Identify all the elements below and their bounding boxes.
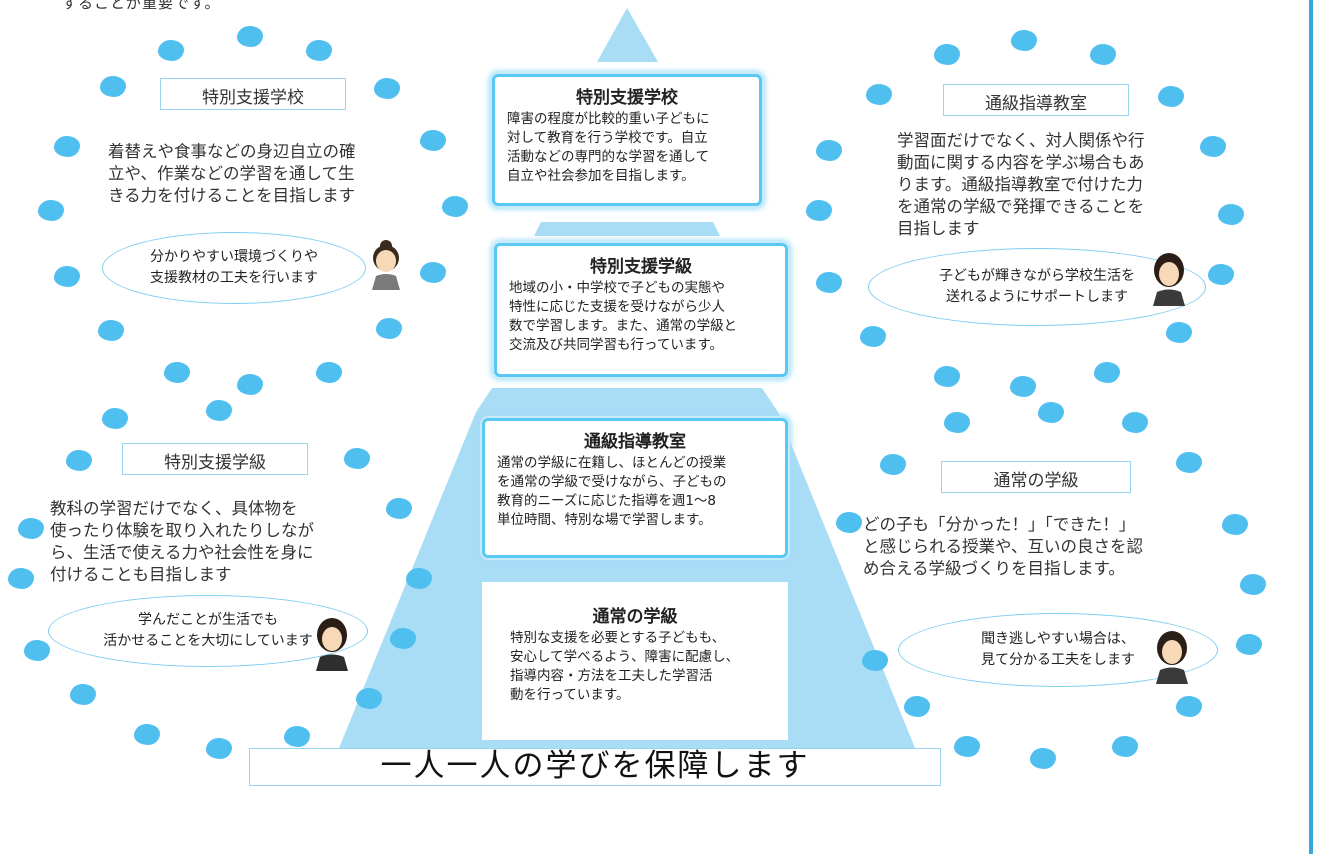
desc-resource-room: 学習面だけでなく、対人関係や行動面に関する内容を学ぶ場合もあります。通級指導教室… (897, 131, 1145, 238)
decorative-dot (316, 362, 342, 383)
label-regular-class: 通常の学級 (941, 461, 1131, 493)
label-resource-room: 通級指導教室 (943, 84, 1129, 116)
pyramid-title: 特別支援学級 (590, 257, 692, 277)
pyramid-body: 特別な支援を必要とする子どもも、安心して学べるよう、障害に配慮し、指導内容・方法… (510, 630, 740, 703)
decorative-dot (1090, 44, 1116, 65)
decorative-dot (306, 40, 332, 61)
decorative-dot (836, 512, 862, 533)
desc-special-class: 教科の学習だけでなく、具体物を使ったり体験を取り入れたりしながら、生活で使える力… (50, 499, 314, 584)
decorative-dot (390, 628, 416, 649)
decorative-dot (158, 40, 184, 61)
label-special-class: 特別支援学級 (122, 443, 308, 475)
decorative-dot (386, 498, 412, 519)
decorative-dot (1166, 322, 1192, 343)
decorative-dot (904, 696, 930, 717)
pyramid-box-special-school: 特別支援学校 障害の程度が比較的重い子どもに対して教育を行う学校です。自立活動な… (492, 74, 762, 206)
decorative-dot (206, 400, 232, 421)
decorative-dot (1010, 376, 1036, 397)
decorative-dot (284, 726, 310, 747)
decorative-dot (442, 196, 468, 217)
decorative-dot (237, 374, 263, 395)
decorative-dot (1038, 402, 1064, 423)
decorative-dot (54, 266, 80, 287)
decorative-dot (8, 568, 34, 589)
decorative-dot (24, 640, 50, 661)
decorative-dot (880, 454, 906, 475)
decorative-dot (102, 408, 128, 429)
label-special-school: 特別支援学校 (160, 78, 346, 110)
decorative-dot (1240, 574, 1266, 595)
pyramid-title: 特別支援学校 (576, 88, 678, 108)
speech-bubble-resource-room: 子どもが輝きながら学校生活を送れるようにサポートします (868, 248, 1206, 326)
teacher-avatar-icon (1153, 253, 1185, 306)
top-text-fragment: することが重要です。 (62, 0, 221, 12)
desc-regular-class: どの子も「分かった！」「できた！」と感じられる授業や、互いの良さを認め合える学級… (863, 515, 1144, 578)
decorative-dot (420, 262, 446, 283)
decorative-dot (134, 724, 160, 745)
decorative-dot (70, 684, 96, 705)
pyramid-box-regular-class: 通常の学級 特別な支援を必要とする子どもも、安心して学べるよう、障害に配慮し、指… (482, 582, 788, 740)
decorative-dot (356, 688, 382, 709)
decorative-dot (1222, 514, 1248, 535)
decorative-dot (866, 84, 892, 105)
decorative-dot (1011, 30, 1037, 51)
decorative-dot (1236, 634, 1262, 655)
decorative-dot (944, 412, 970, 433)
pyramid-body: 障害の程度が比較的重い子どもに対して教育を行う学校です。自立活動などの専門的な学… (507, 111, 710, 184)
decorative-dot (934, 366, 960, 387)
bottom-banner: 一人一人の学びを保障します (249, 748, 941, 786)
decorative-dot (344, 448, 370, 469)
decorative-dot (1030, 748, 1056, 769)
decorative-dot (54, 136, 80, 157)
decorative-dot (1176, 696, 1202, 717)
decorative-dot (374, 78, 400, 99)
decorative-dot (406, 568, 432, 589)
teacher-avatar-icon (316, 618, 348, 671)
decorative-dot (420, 130, 446, 151)
decorative-dot (164, 362, 190, 383)
speech-bubble-special-class: 学んだことが生活でも活かせることを大切にしています (48, 595, 368, 667)
teacher-avatar-icon (372, 240, 400, 290)
decorative-dot (934, 44, 960, 65)
decorative-dot (18, 518, 44, 539)
pyramid-body: 通常の学級に在籍し、ほとんどの授業を通常の学級で受けながら、子どもの教育的ニーズ… (497, 455, 727, 528)
teacher-avatar-icon (1156, 631, 1188, 684)
pyramid-title: 通級指導教室 (584, 432, 686, 452)
decorative-dot (816, 140, 842, 161)
pyramid-title: 通常の学級 (592, 607, 678, 627)
decorative-dot (862, 650, 888, 671)
decorative-dot (206, 738, 232, 759)
decorative-dot (1218, 204, 1244, 225)
decorative-dot (1208, 264, 1234, 285)
decorative-dot (66, 450, 92, 471)
decorative-dot (237, 26, 263, 47)
decorative-dot (1158, 86, 1184, 107)
decorative-dot (1112, 736, 1138, 757)
pyramid-body: 地域の小・中学校で子どもの実態や特性に応じた支援を受けながら少人数で学習します。… (509, 280, 738, 353)
decorative-dot (38, 200, 64, 221)
decorative-dot (98, 320, 124, 341)
desc-special-school: 着替えや食事などの身辺自立の確立や、作業などの学習を通して生きる力を付けることを… (108, 142, 356, 205)
decorative-dot (100, 76, 126, 97)
decorative-dot (376, 318, 402, 339)
decorative-dot (1176, 452, 1202, 473)
decorative-dot (1094, 362, 1120, 383)
decorative-dot (860, 326, 886, 347)
decorative-dot (1122, 412, 1148, 433)
speech-bubble-special-school: 分かりやすい環境づくりや支援教材の工夫を行います (102, 232, 366, 304)
decorative-dot (954, 736, 980, 757)
right-border (1309, 0, 1313, 854)
decorative-dot (1200, 136, 1226, 157)
decorative-dot (816, 272, 842, 293)
decorative-dot (806, 200, 832, 221)
pyramid-box-resource-room: 通級指導教室 通常の学級に在籍し、ほとんどの授業を通常の学級で受けながら、子ども… (482, 418, 788, 558)
pyramid-box-special-class: 特別支援学級 地域の小・中学校で子どもの実態や特性に応じた支援を受けながら少人数… (494, 243, 788, 377)
